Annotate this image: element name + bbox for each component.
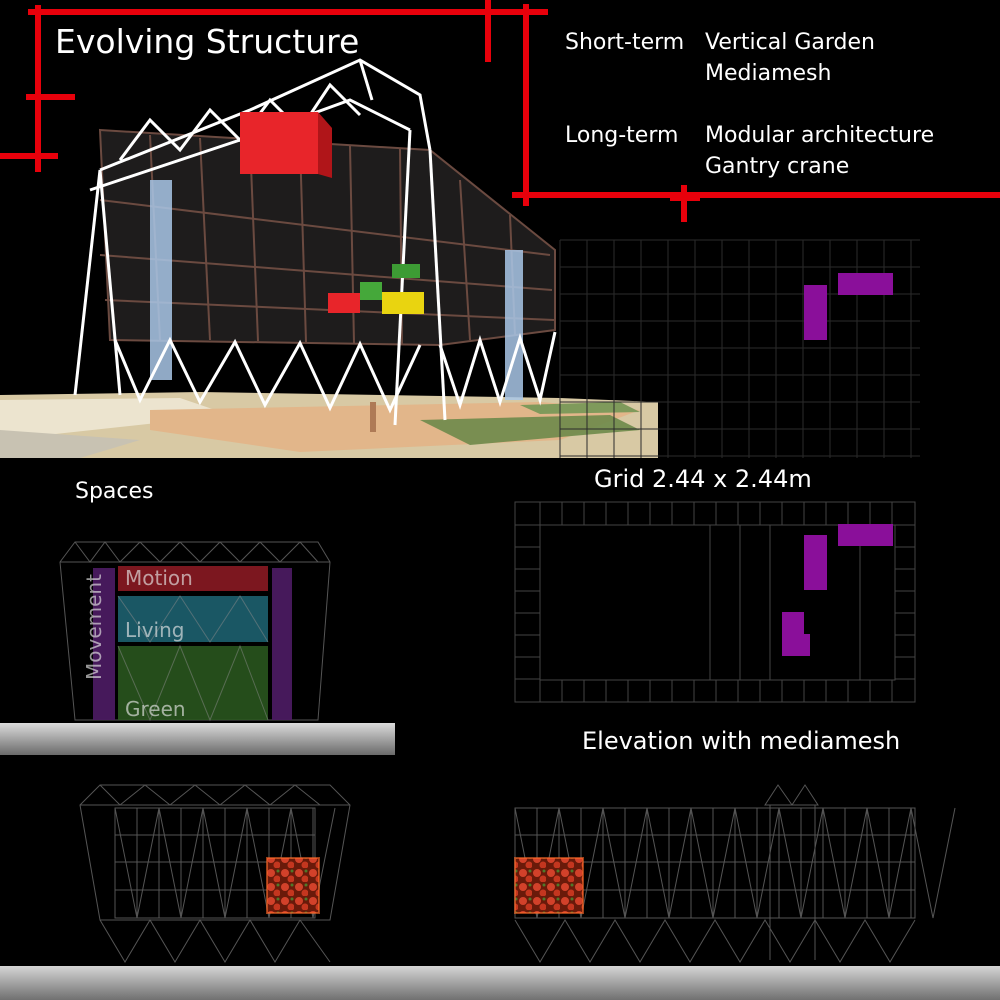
spaces-heading: Spaces: [75, 479, 154, 504]
short-term-item-2: Mediamesh: [705, 61, 832, 86]
long-term-label: Long-term: [565, 123, 679, 148]
long-term-item-1: Modular architecture: [705, 123, 935, 148]
zone-motion-label: Motion: [125, 566, 193, 590]
short-term-label: Short-term: [565, 30, 685, 55]
zone-living-label: Living: [125, 618, 185, 642]
grid-label: Grid 2.44 x 2.44m: [594, 465, 812, 493]
elevation-label: Elevation with mediamesh: [582, 727, 901, 755]
zone-green-label: Green: [125, 697, 186, 721]
page-title: Evolving Structure: [55, 22, 360, 61]
perspective-render: [0, 58, 658, 458]
short-term-item-1: Vertical Garden: [705, 30, 875, 55]
long-term-item-2: Gantry crane: [705, 154, 850, 179]
